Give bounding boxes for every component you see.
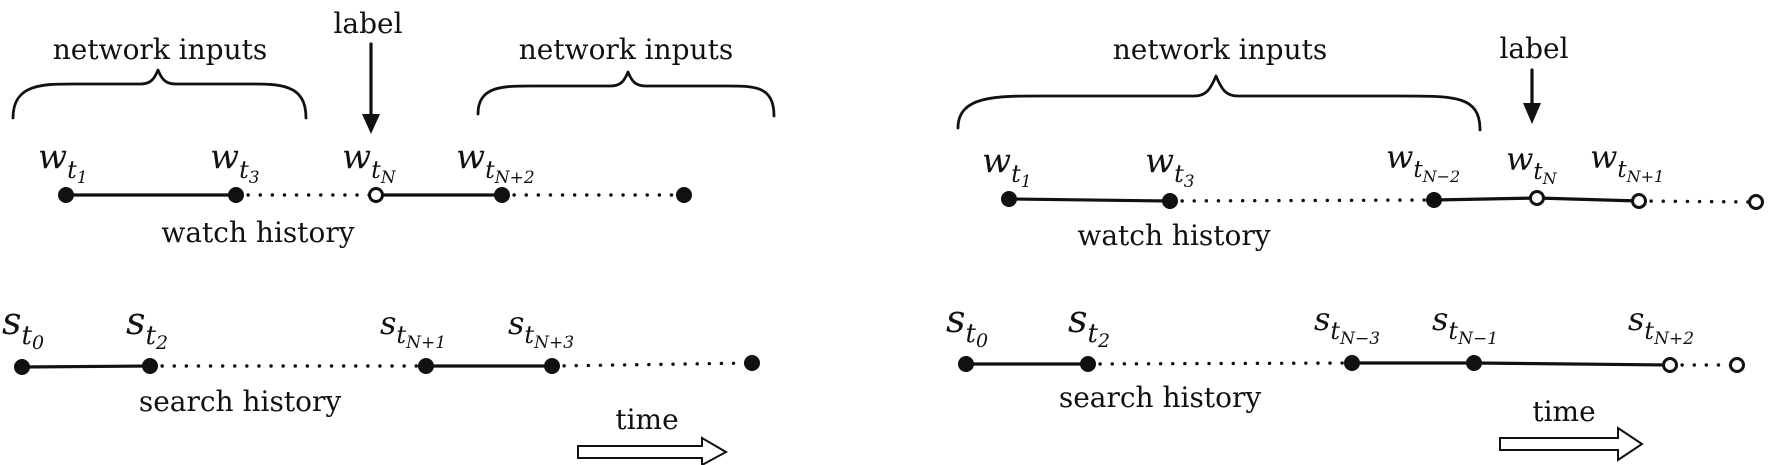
left-watch-node [494,187,510,203]
left-watch-history-label: watch history [161,216,354,249]
right-search-open-node [1729,357,1745,373]
left-search-dotted-2 [550,361,754,368]
left-watch-label-node [368,187,384,203]
left-search-history-label: search history [139,385,341,418]
right-watch-node [1001,191,1017,207]
network-inputs-label-left-2: network inputs [519,33,734,66]
left-search-node [544,358,560,374]
left-watch-node [676,187,692,203]
left-search-solid-1 [20,364,152,369]
right-watch-var-2: wt3 [1145,141,1195,192]
right-watch-node [1426,192,1442,208]
label-arrowhead-right [1523,103,1541,124]
right-search-var-1: st0 [946,297,988,352]
label-arrowhead-left [362,114,380,134]
left-watch-node [58,187,74,203]
left-search-var-4: stN+3 [508,304,574,353]
left-watch-var-4: wtN+2 [456,137,535,188]
right-watch-open-node [1748,194,1764,210]
right-search-node [1344,355,1360,371]
left-search-node [142,358,158,374]
right-watch-open-node [1631,193,1647,209]
right-search-dotted-1 [1086,361,1354,366]
label-text-right: label [1499,32,1568,65]
right-time-label: time [1532,395,1595,428]
right-watch-var-1: wt1 [982,141,1032,192]
left-watch-var-3: wtN [342,137,397,188]
left-search-node [418,358,434,374]
right-search-var-5: stN+2 [1628,300,1694,349]
left-inputs-brace-2 [476,70,776,118]
right-watch-solid-1 [1007,197,1172,203]
right-watch-history-label: watch history [1077,219,1270,252]
left-panel: network inputs network inputs label wt1 … [2,7,776,465]
right-watch-var-3: wtN−2 [1386,138,1460,186]
right-search-history-label: search history [1059,381,1261,414]
right-panel: network inputs label wt1 wt3 wtN−2 wtN [946,32,1764,462]
left-search-node [14,359,30,375]
left-time-arrow [577,436,729,465]
right-watch-label-node [1529,190,1545,206]
right-watch-solid-3 [1535,196,1641,203]
left-watch-var-1: wt1 [38,137,88,188]
label-text-left: label [333,7,402,40]
left-search-var-2: st2 [126,299,168,354]
left-watch-var-2: wt3 [210,137,260,188]
right-watch-dotted-1 [1168,198,1436,203]
right-time-arrow [1499,426,1644,462]
left-search-var-1: st0 [2,299,44,354]
right-search-node [958,356,974,372]
left-time-label: time [615,403,678,436]
right-watch-solid-2 [1432,196,1539,202]
network-inputs-label-right: network inputs [1113,33,1328,66]
right-search-var-4: stN−1 [1432,300,1498,349]
left-search-var-3: stN+1 [380,304,446,353]
right-watch-var-5: wtN+1 [1590,138,1664,186]
right-search-node [1466,355,1482,371]
right-watch-node [1162,193,1178,209]
left-inputs-brace-1 [11,68,308,120]
right-search-node [1080,356,1096,372]
left-search-node [744,355,760,371]
left-watch-node [228,187,244,203]
network-inputs-label-left-1: network inputs [53,33,268,66]
right-search-open-node [1662,357,1678,373]
right-inputs-brace [956,74,1482,132]
right-search-var-3: stN−3 [1314,300,1380,349]
right-watch-var-4: wtN [1506,140,1558,188]
right-search-solid-3 [1472,361,1672,367]
right-search-var-2: st2 [1068,297,1110,352]
right-watch-dotted-2 [1637,199,1758,204]
